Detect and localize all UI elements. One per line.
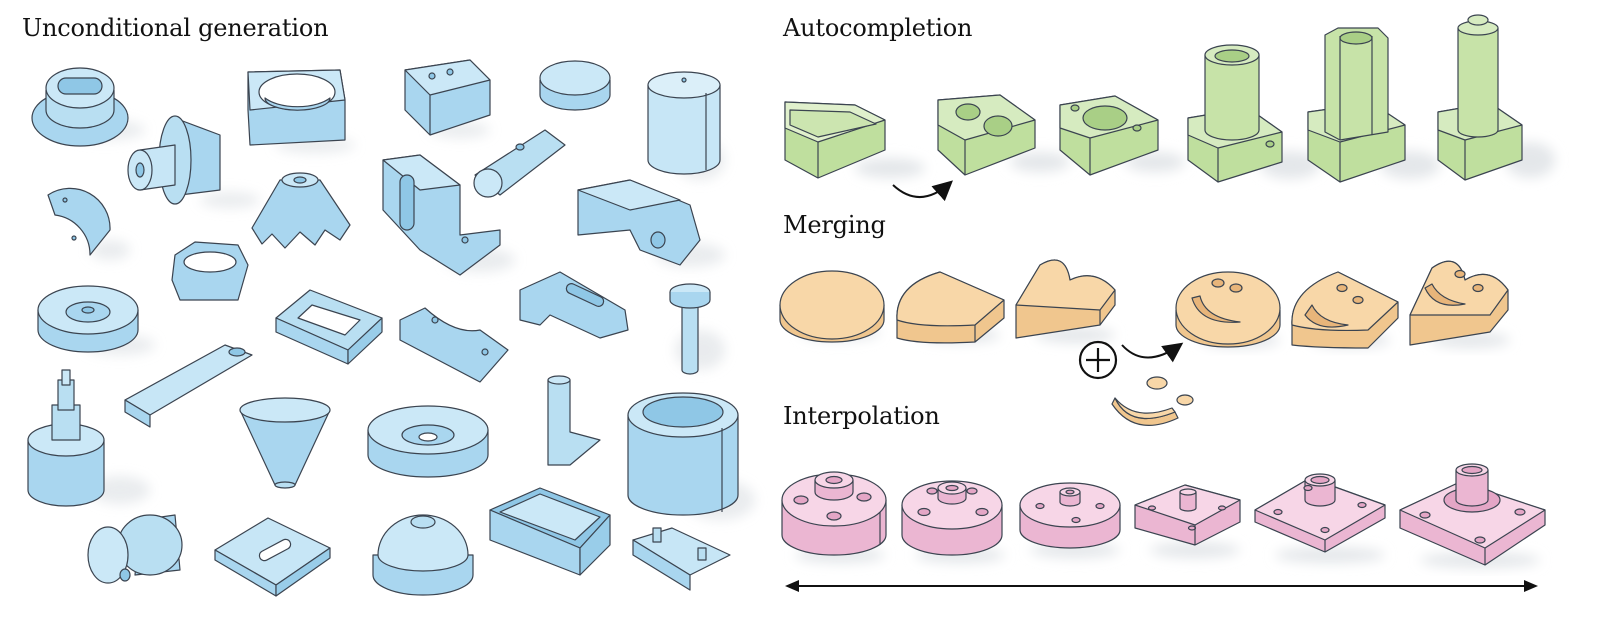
- shape-stepped-shaft: [27, 369, 105, 507]
- merging-base-heart: [1015, 259, 1116, 339]
- shape-fluted-cone: [251, 172, 351, 249]
- interpolation-step-3: [1019, 482, 1121, 549]
- shape-l-pin: [547, 375, 601, 466]
- autocompletion-step-5: [1307, 27, 1406, 183]
- shape-cylinder-cup: [627, 392, 739, 516]
- shape-l-bracket: [382, 154, 501, 276]
- shape-slotted-plate: [214, 517, 331, 597]
- shape-slider-base: [632, 527, 731, 591]
- shape-square-frame: [275, 289, 383, 365]
- shape-round-tray: [37, 285, 139, 353]
- autocompletion-step-6: [1437, 14, 1523, 181]
- plus-circle-icon: [1078, 340, 1118, 380]
- double-headed-arrow-icon: [785, 580, 1538, 592]
- interpolation-title: Interpolation: [783, 402, 940, 430]
- autocompletion-title: Autocompletion: [783, 14, 973, 42]
- merging-result-shield: [1291, 271, 1399, 349]
- merging-base-shield: [896, 271, 1005, 344]
- autocompletion-step-1: [784, 101, 886, 179]
- curved-arrow-icon-merging: [1121, 342, 1184, 363]
- shape-half-cylinder: [473, 129, 566, 198]
- autocompletion-step-4: [1187, 44, 1283, 183]
- interpolation-step-1: [781, 471, 887, 556]
- shape-cap-disc: [539, 60, 611, 111]
- shape-boss-bracket: [577, 179, 701, 266]
- interpolation-step-6: [1399, 463, 1546, 566]
- merging-result-heart: [1409, 260, 1509, 346]
- shape-funnel: [239, 397, 331, 489]
- autocompletion-step-3: [1059, 95, 1159, 176]
- interpolation-step-2: [901, 480, 1003, 556]
- merging-base-disc: [779, 270, 885, 343]
- autocompletion-step-2: [937, 94, 1036, 176]
- interpolation-step-5: [1254, 473, 1386, 553]
- interpolation-step-4: [1134, 484, 1241, 546]
- shape-washer: [367, 405, 489, 478]
- shape-square-tray: [489, 487, 611, 576]
- curved-arrow-icon: [892, 180, 953, 202]
- shape-hex-ring: [171, 241, 249, 301]
- shape-slotted-hook: [519, 271, 629, 339]
- merging-title: Merging: [783, 211, 886, 239]
- shape-flange-pipe: [127, 115, 221, 205]
- shape-flat-bar: [124, 344, 253, 428]
- shape-saddle-clamp: [399, 307, 509, 383]
- shape-quarter-disc: [47, 187, 111, 256]
- shape-cylinder: [647, 71, 721, 175]
- merging-smiley-parts: [1111, 376, 1194, 426]
- shape-grooved-block: [404, 59, 491, 136]
- unconditional-generation-title: Unconditional generation: [22, 14, 329, 42]
- shape-dome: [372, 514, 474, 596]
- shape-pin: [669, 283, 711, 375]
- shape-square-ring: [247, 69, 346, 146]
- shape-oval-slot-disc: [31, 67, 129, 147]
- shape-pulley: [87, 514, 183, 584]
- merging-result-disc: [1175, 271, 1281, 348]
